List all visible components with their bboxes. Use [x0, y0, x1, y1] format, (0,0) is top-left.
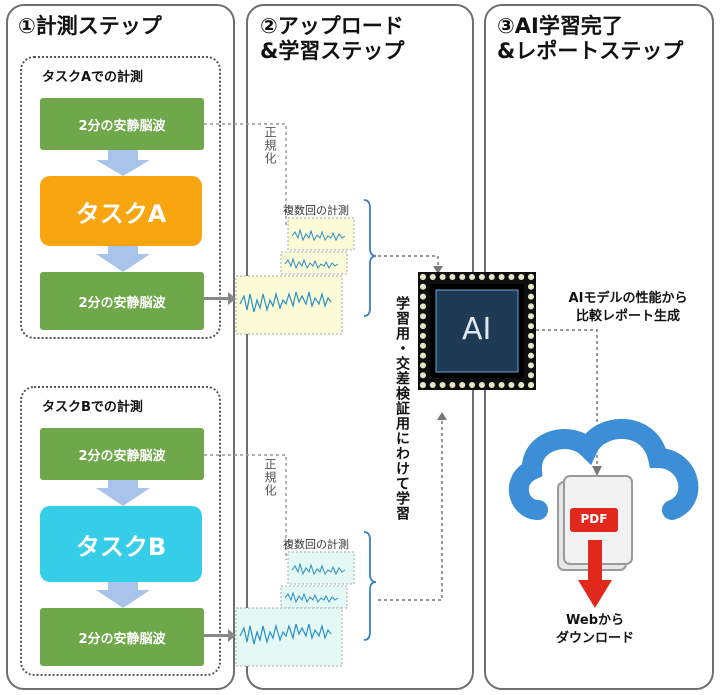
task-b-box: タスクB [40, 506, 202, 582]
upload-panel-title: ②アップロード &学習ステップ [260, 14, 405, 63]
chip-pin [478, 274, 485, 280]
report-panel-title: ③AI学習完了 &レポートステップ [497, 14, 684, 63]
chip-pin [488, 382, 495, 388]
chip-pin [528, 293, 534, 300]
task-a-group-label: タスクAでの計測 [42, 70, 144, 85]
chip-pin [420, 303, 426, 310]
measure-panel-title: ①計測ステップ [18, 14, 162, 38]
down-arrow-icon [96, 150, 150, 608]
braces [363, 199, 377, 641]
chip-pin [420, 342, 426, 349]
multi-measure-label-a: 複数回の計測 [283, 204, 349, 217]
chip-pin [449, 382, 456, 388]
chip-pin [429, 382, 436, 388]
chip-pin [420, 293, 426, 300]
chip-pin [518, 382, 525, 388]
chip-pin [528, 362, 534, 369]
chip-pin [429, 274, 436, 280]
chip-pin [469, 382, 476, 388]
chip-pin [439, 382, 446, 388]
normalize-label-a: 正規化 [263, 126, 277, 165]
down-arrow-icon [578, 540, 612, 608]
normalize-label-b: 正規化 [263, 458, 277, 497]
chip-pin [528, 313, 534, 320]
training-split-label: 学習用・交差検証用にわけて学習 [394, 296, 410, 521]
chip-pin [498, 382, 505, 388]
rest-to-wave-arrows [204, 292, 236, 642]
chip-pin [439, 274, 446, 280]
task-b-group [20, 386, 221, 676]
document-icon [557, 475, 633, 571]
chip-pin [528, 323, 534, 330]
task-b-rest-after: 2分の安静脳波 [40, 608, 204, 666]
chip-pin [420, 372, 426, 379]
multi-measure-label-b: 複数回の計測 [283, 538, 349, 551]
download-label: Webから ダウンロード [555, 613, 634, 646]
wave-stack-a [235, 217, 355, 335]
wave-stack-b [235, 551, 355, 667]
chip-pin [420, 273, 426, 280]
task-a-box: タスクA [40, 176, 202, 246]
chip-pin [420, 283, 426, 290]
chip-pin [508, 274, 515, 280]
chip-pin [528, 303, 534, 310]
task-b-group-label: タスクBでの計測 [42, 400, 143, 415]
chip-pin [449, 274, 456, 280]
chip-pin [518, 274, 525, 280]
chip-pin [469, 274, 476, 280]
chip-pin [528, 342, 534, 349]
chip-pin [528, 352, 534, 359]
chip-pin [528, 274, 535, 280]
chip-pin [420, 352, 426, 359]
chip-pin [459, 382, 466, 388]
task-b-rest-before: 2分の安静脳波 [40, 428, 204, 480]
task-a-rest-before: 2分の安静脳波 [40, 98, 204, 150]
chip-pin [420, 382, 426, 389]
chip-pin [420, 362, 426, 369]
brace-to-chip-connectors [378, 255, 443, 601]
chip-pin [528, 382, 534, 389]
chip-pin [420, 332, 426, 339]
chip-icon [418, 272, 536, 390]
normalize-connectors [204, 123, 287, 560]
chip-pin [420, 313, 426, 320]
chip-pin [420, 323, 426, 330]
pdf-label: PDF [580, 512, 608, 526]
performance-report-label: AIモデルの性能から 比較レポート生成 [568, 291, 688, 324]
chip-pin [528, 332, 534, 339]
task-a-rest-after: 2分の安静脳波 [40, 272, 204, 330]
chip-pin [478, 382, 485, 388]
cloud-icon [508, 418, 699, 520]
ai-chip-label: AI [462, 312, 492, 347]
chip-pin [528, 283, 534, 290]
task-a-group [20, 56, 221, 339]
chip-pin [528, 372, 534, 379]
chip-pin [488, 274, 495, 280]
chip-pin [498, 274, 505, 280]
chip-pin [459, 274, 466, 280]
chip-pin [508, 382, 515, 388]
